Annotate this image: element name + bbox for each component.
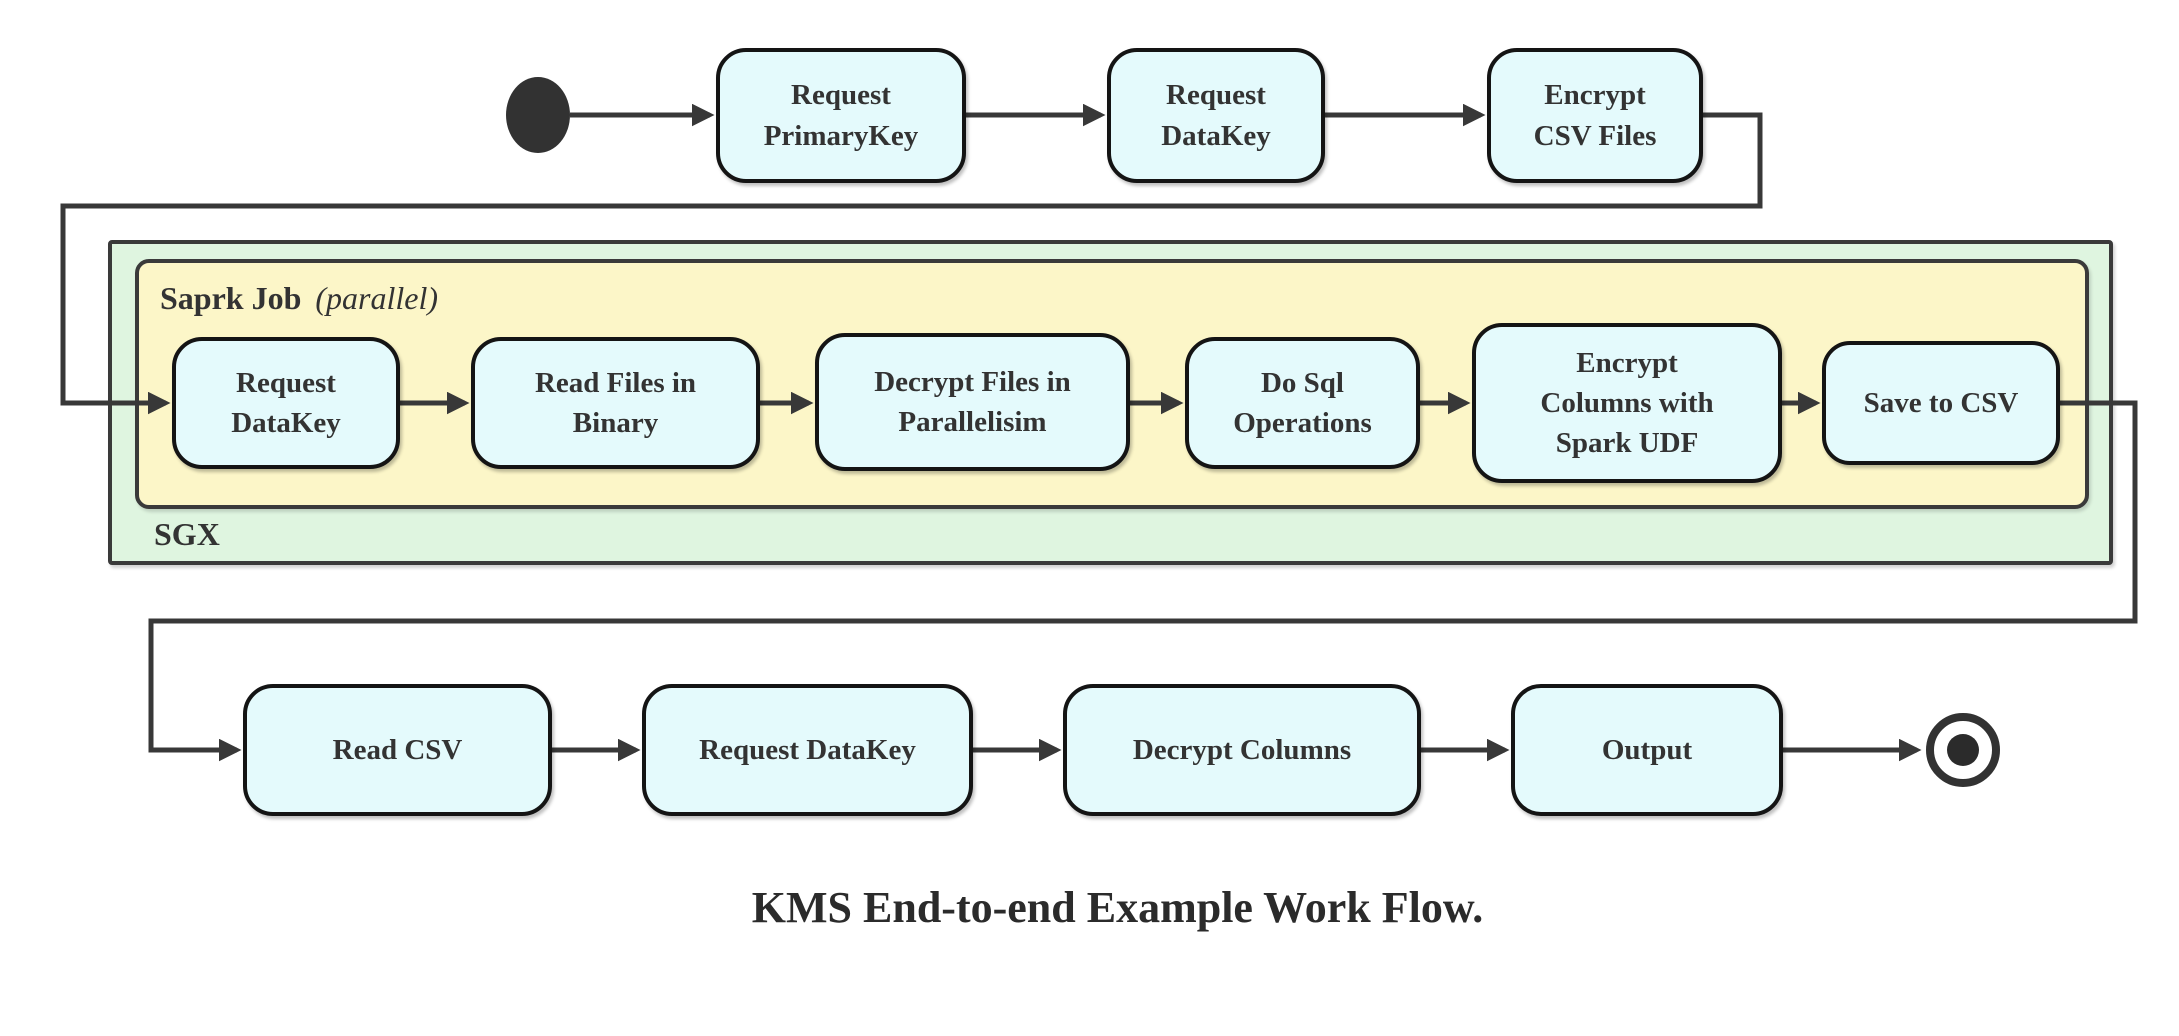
edge-save-csv-to-read-csv: [148, 400, 2138, 762]
diagram-caption: KMS End-to-end Example Work Flow.: [751, 883, 1484, 932]
spark-job-label-text: Saprk Job: [160, 280, 302, 316]
node-decrypt-columns: Decrypt Columns: [1063, 684, 1421, 816]
node-request-primarykey: Request PrimaryKey: [716, 48, 966, 183]
node-do-sql-operations: Do Sql Operations: [1185, 337, 1420, 469]
node-read-files-in-binary: Read Files in Binary: [471, 337, 760, 469]
node-request-datakey-top: Request DataKey: [1107, 48, 1325, 183]
edge-encrypt-csv-to-spark-request-datakey: [60, 112, 1763, 415]
node-spark-request-datakey: Request DataKey: [172, 337, 400, 469]
node-output: Output: [1511, 684, 1783, 816]
node-read-csv: Read CSV: [243, 684, 552, 816]
sgx-label: SGX: [154, 516, 220, 552]
spark-job-parallel-text: (parallel): [315, 280, 439, 316]
end-node-icon: [1926, 713, 2000, 787]
node-save-to-csv: Save to CSV: [1822, 341, 2060, 465]
node-request-datakey-bottom: Request DataKey: [642, 684, 973, 816]
node-encrypt-columns-with-spark-udf: Encrypt Columns with Spark UDF: [1472, 323, 1782, 483]
start-node-icon: [506, 77, 570, 153]
node-encrypt-csv-files: Encrypt CSV Files: [1487, 48, 1703, 183]
node-decrypt-files-in-parallelisim: Decrypt Files in Parallelisim: [815, 333, 1130, 471]
spark-job-label: Saprk Job (parallel): [160, 280, 438, 317]
